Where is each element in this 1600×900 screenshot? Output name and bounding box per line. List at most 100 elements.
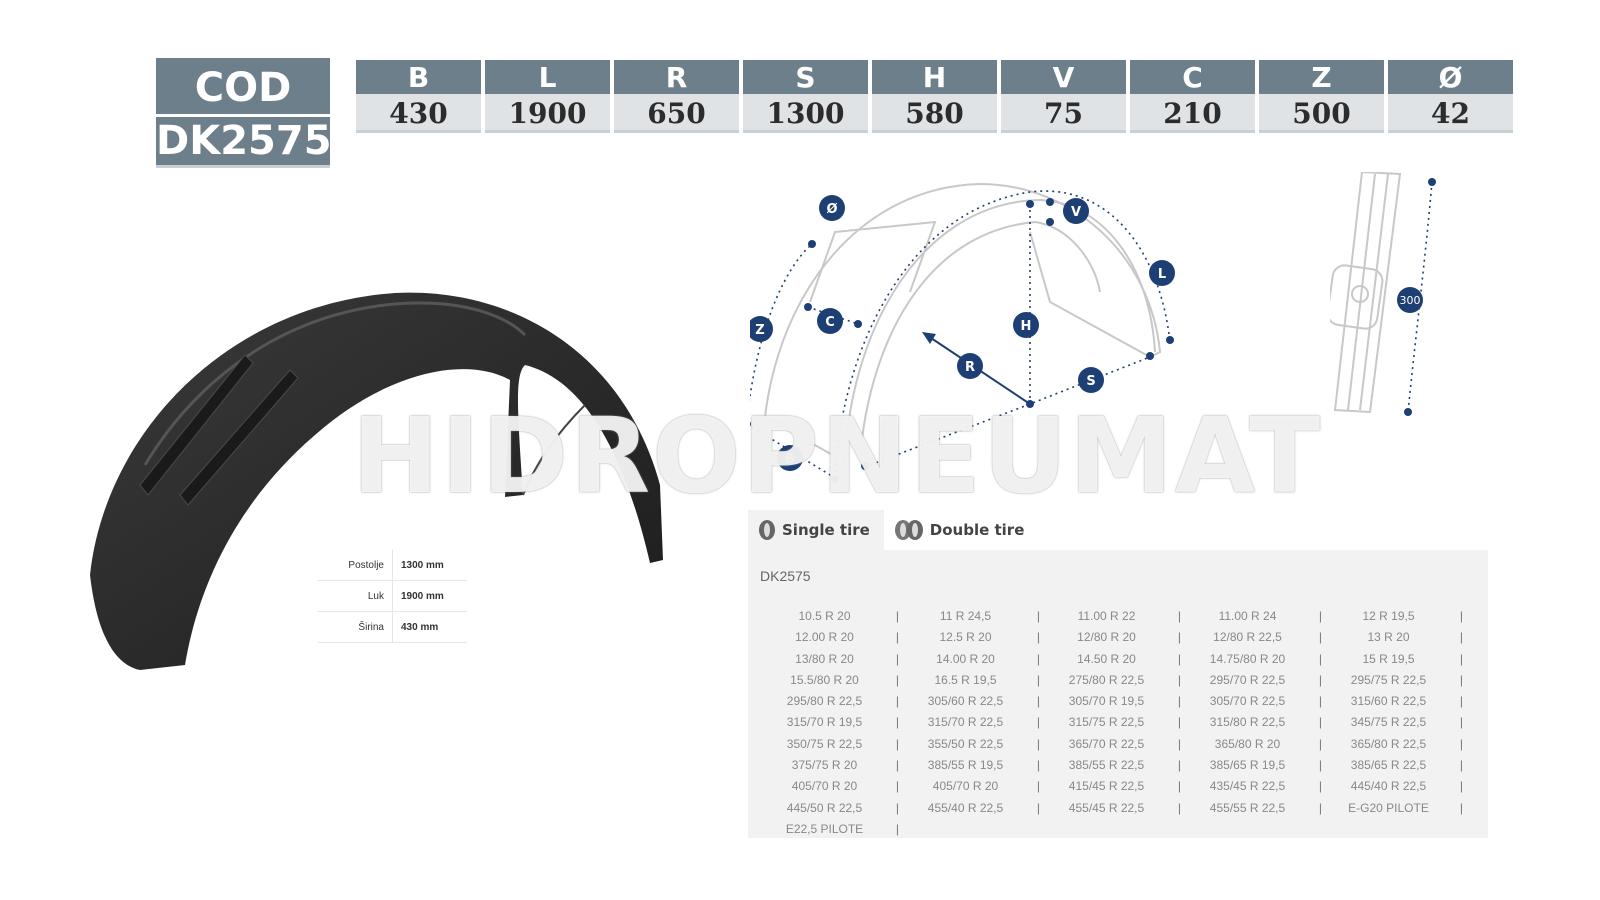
tire-size-item: 365/70 R 22,5 — [1044, 734, 1185, 755]
tire-size-item: 12/80 R 22,5 — [1185, 627, 1326, 648]
dimension-letter: Z — [1259, 60, 1384, 94]
diagram-label-l: L — [1158, 267, 1166, 282]
diagram-label-diameter: Ø — [826, 202, 837, 217]
panel-product-code: DK2575 — [760, 568, 811, 584]
spec-table: Postolje 1300 mm Luk 1900 mm Širina 430 … — [318, 550, 467, 643]
dimension-value: 1300 — [743, 94, 868, 133]
tire-size-item: 315/80 R 22,5 — [1185, 712, 1326, 733]
spec-value: 1300 mm — [392, 550, 467, 581]
tire-size-item: 14.00 R 20 — [903, 649, 1044, 670]
tire-type-tabs: Single tire Double tire — [748, 510, 1038, 550]
spec-value: 1900 mm — [392, 580, 467, 612]
tire-size-item: 14.50 R 20 — [1044, 649, 1185, 670]
diagram-label-b: B — [785, 452, 795, 467]
tire-sizes-panel: DK2575 10.5 R 2011 R 24,511.00 R 2211.00… — [748, 550, 1488, 840]
dimension-column-diameter: Ø 42 — [1388, 60, 1513, 133]
dimension-column-r: R 650 — [614, 60, 739, 133]
tire-size-item: E-G20 PILOTE — [1326, 798, 1467, 819]
tire-size-item: 12/80 R 20 — [1044, 627, 1185, 648]
dimension-column-z: Z 500 — [1259, 60, 1384, 133]
tire-size-item: 385/65 R 19,5 — [1185, 755, 1326, 776]
tire-size-item: 295/80 R 22,5 — [762, 691, 903, 712]
tire-size-item: 315/70 R 19,5 — [762, 712, 903, 733]
tire-size-item: 12.5 R 20 — [903, 627, 1044, 648]
tire-size-item: 295/70 R 22,5 — [1185, 670, 1326, 691]
diagram-label-c: C — [825, 315, 835, 330]
dimension-value: 75 — [1001, 94, 1126, 133]
tire-size-item: 405/70 R 20 — [903, 776, 1044, 797]
tire-size-item: 445/40 R 22,5 — [1326, 776, 1467, 797]
spec-row: Širina 430 mm — [318, 611, 467, 643]
tab-single-tire[interactable]: Single tire — [748, 510, 884, 550]
tire-size-item: 315/75 R 22,5 — [1044, 712, 1185, 733]
diagram-label-width: 300 — [1400, 294, 1421, 307]
tire-size-item: E22,5 PILOTE — [762, 819, 903, 840]
dimension-letter: H — [872, 60, 997, 94]
tire-size-item: 275/80 R 22,5 — [1044, 670, 1185, 691]
tire-size-item: 11.00 R 24 — [1185, 606, 1326, 627]
spec-label: Postolje — [318, 550, 393, 581]
dimension-letter: B — [356, 60, 481, 94]
dimension-letter: Ø — [1388, 60, 1513, 94]
dimension-value: 430 — [356, 94, 481, 133]
double-tire-icon — [894, 520, 923, 540]
tire-size-item: 385/55 R 19,5 — [903, 755, 1044, 776]
tire-size-item: 385/55 R 22,5 — [1044, 755, 1185, 776]
diagram-label-r: R — [965, 360, 975, 375]
spec-label: Širina — [318, 611, 393, 643]
tire-size-item: 385/65 R 22,5 — [1326, 755, 1467, 776]
spec-value: 430 mm — [392, 611, 467, 643]
tire-size-item: 345/75 R 22,5 — [1326, 712, 1467, 733]
tire-size-item: 355/50 R 22,5 — [903, 734, 1044, 755]
dimension-column-h: H 580 — [872, 60, 997, 133]
tire-size-item: 415/45 R 22,5 — [1044, 776, 1185, 797]
dimension-column-l: L 1900 — [485, 60, 610, 133]
tire-size-item: 15.5/80 R 20 — [762, 670, 903, 691]
tire-size-item: 14.75/80 R 20 — [1185, 649, 1326, 670]
tire-size-item: 12.00 R 20 — [762, 627, 903, 648]
dimension-value: 650 — [614, 94, 739, 133]
dimension-column-s: S 1300 — [743, 60, 868, 133]
tire-size-item: 405/70 R 20 — [762, 776, 903, 797]
dimension-column-b: B 430 — [356, 60, 481, 133]
tire-size-item: 305/60 R 22,5 — [903, 691, 1044, 712]
diagram-label-z: Z — [755, 323, 764, 338]
spec-row: Luk 1900 mm — [318, 580, 467, 612]
fender-product-image — [90, 292, 663, 670]
tab-double-tire[interactable]: Double tire — [884, 510, 1039, 550]
dimension-value: 42 — [1388, 94, 1513, 133]
dimension-letter: V — [1001, 60, 1126, 94]
tire-size-item: 455/55 R 22,5 — [1185, 798, 1326, 819]
dimension-column-v: V 75 — [1001, 60, 1126, 133]
tire-size-item: 11.00 R 22 — [1044, 606, 1185, 627]
dimension-value: 210 — [1130, 94, 1255, 133]
tire-size-item: 455/45 R 22,5 — [1044, 798, 1185, 819]
tire-size-item: 10.5 R 20 — [762, 606, 903, 627]
product-code-box: COD DK2575 — [156, 58, 332, 168]
diagram-label-v: V — [1071, 205, 1081, 220]
dimension-letter: S — [743, 60, 868, 94]
diagram-label-h: H — [1021, 319, 1032, 334]
tire-size-item: 295/75 R 22,5 — [1326, 670, 1467, 691]
dimension-value: 580 — [872, 94, 997, 133]
spec-row: Postolje 1300 mm — [318, 550, 467, 581]
tire-size-item: 11 R 24,5 — [903, 606, 1044, 627]
tire-size-item: 15 R 19,5 — [1326, 649, 1467, 670]
tire-size-grid: 10.5 R 2011 R 24,511.00 R 2211.00 R 2412… — [762, 606, 1467, 840]
tire-size-item: 16.5 R 19,5 — [903, 670, 1044, 691]
tire-size-item: 435/45 R 22,5 — [1185, 776, 1326, 797]
tire-size-item: 315/60 R 22,5 — [1326, 691, 1467, 712]
dimension-letter: C — [1130, 60, 1255, 94]
product-code: DK2575 — [156, 117, 332, 168]
tire-size-item: 365/80 R 20 — [1185, 734, 1326, 755]
dimension-letter: L — [485, 60, 610, 94]
watermark: HIDROPNEUMAT — [352, 395, 1323, 517]
tire-size-item: 305/70 R 22,5 — [1185, 691, 1326, 712]
tire-size-item: 455/40 R 22,5 — [903, 798, 1044, 819]
tab-label: Single tire — [782, 521, 870, 539]
tire-size-item: 13/80 R 20 — [762, 649, 903, 670]
tire-size-item: 350/75 R 22,5 — [762, 734, 903, 755]
fender-side-view-diagram: 300 — [1330, 172, 1436, 416]
tire-size-item: 305/70 R 19,5 — [1044, 691, 1185, 712]
single-tire-icon — [759, 520, 775, 540]
